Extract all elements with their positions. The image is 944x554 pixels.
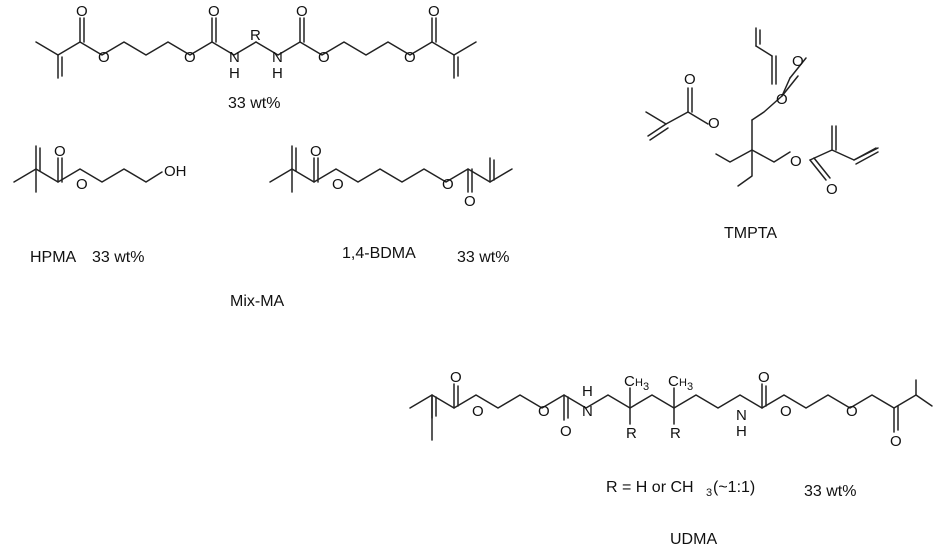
mixma-label: Mix-MA	[230, 293, 285, 310]
udma-atom-O-ester-1: O	[472, 403, 484, 420]
udma-weight-label: 33 wt%	[804, 483, 856, 500]
top-atom-N-1: N	[229, 49, 240, 66]
udma-atom-H-1: H	[582, 383, 593, 400]
udma-atom-C-methyl-1: C	[624, 373, 635, 390]
udma-atom-N-2: N	[736, 407, 747, 424]
udma-atom-H-2: H	[736, 423, 747, 440]
top-atom-O-ether-2: O	[318, 49, 330, 66]
top-atom-O-ester-1: O	[98, 49, 110, 66]
udma-atom-O-ether-1: O	[538, 403, 550, 420]
top-atom-O-carbonyl-2: O	[208, 3, 220, 20]
top-atom-O-ester-2: O	[404, 49, 416, 66]
udma-atom-O-carbonyl-3: O	[758, 369, 770, 386]
tmpta-atom-O-ester-top: O	[776, 91, 788, 108]
udma-atom-O-carbonyl-1: O	[450, 369, 462, 386]
tmpta-label: TMPTA	[724, 225, 777, 242]
top-atom-O-ether-1: O	[184, 49, 196, 66]
tmpta-atom-O-carbonyl-left: O	[684, 71, 696, 88]
top-atom-R: R	[250, 27, 261, 44]
udma-structure	[409, 379, 933, 441]
hpma-weight-label: 33 wt%	[92, 249, 144, 266]
udma-atom-O-ether-2: O	[780, 403, 792, 420]
bdma-atom-O-ester-1: O	[332, 176, 344, 193]
tmpta-atom-O-ester-right: O	[790, 153, 802, 170]
tmpta-atom-O-ester-left: O	[708, 115, 720, 132]
top-atom-H-2: H	[272, 65, 283, 82]
top-atom-O-carbonyl-1: O	[76, 3, 88, 20]
top-urethane-dimethacrylate	[35, 17, 477, 79]
r-definition-subscript: 3	[706, 487, 712, 499]
udma-atom-R-1: R	[626, 425, 637, 442]
udma-atom-C-methyl-2: C	[668, 373, 679, 390]
top-atom-O-carbonyl-4: O	[428, 3, 440, 20]
bdma-atom-O-carbonyl-1: O	[310, 143, 322, 160]
udma-atom-H-methyl-1: H	[635, 377, 643, 389]
tmpta-structure	[645, 27, 879, 187]
bdma-structure	[269, 145, 513, 193]
udma-atom-sub-methyl-2: 3	[687, 381, 693, 393]
hpma-atom-OH: OH	[164, 163, 187, 180]
bdma-atom-O-carbonyl-2: O	[464, 193, 476, 210]
top-atom-H-1: H	[229, 65, 240, 82]
bdma-label: 1,4-BDMA	[342, 245, 416, 262]
r-definition-text: R = H or CH	[606, 479, 694, 496]
hpma-structure	[13, 145, 163, 193]
hpma-atom-O-ester: O	[76, 176, 88, 193]
udma-atom-R-2: R	[670, 425, 681, 442]
tmpta-atom-O-carbonyl-right: O	[826, 181, 838, 198]
udma-atom-H-methyl-2: H	[679, 377, 687, 389]
top-atom-N-2: N	[272, 49, 283, 66]
udma-atom-O-carbonyl-2: O	[560, 423, 572, 440]
udma-atom-N-1: N	[582, 403, 593, 420]
r-definition-ratio: (~1:1)	[713, 479, 755, 496]
udma-atom-O-carbonyl-4: O	[890, 433, 902, 450]
bdma-atom-O-ester-2: O	[442, 176, 454, 193]
hpma-label: HPMA	[30, 249, 77, 266]
hpma-atom-O-carbonyl: O	[54, 143, 66, 160]
tmpta-atom-O-carbonyl-top: O	[792, 53, 804, 70]
udma-label: UDMA	[670, 531, 717, 548]
top-weight-label: 33 wt%	[228, 95, 280, 112]
udma-atom-O-ester-2: O	[846, 403, 858, 420]
r-definition: R = H or CH 3 (~1:1)	[606, 479, 755, 499]
udma-atom-sub-methyl-1: 3	[643, 381, 649, 393]
bdma-weight-label: 33 wt%	[457, 249, 509, 266]
top-atom-O-carbonyl-3: O	[296, 3, 308, 20]
